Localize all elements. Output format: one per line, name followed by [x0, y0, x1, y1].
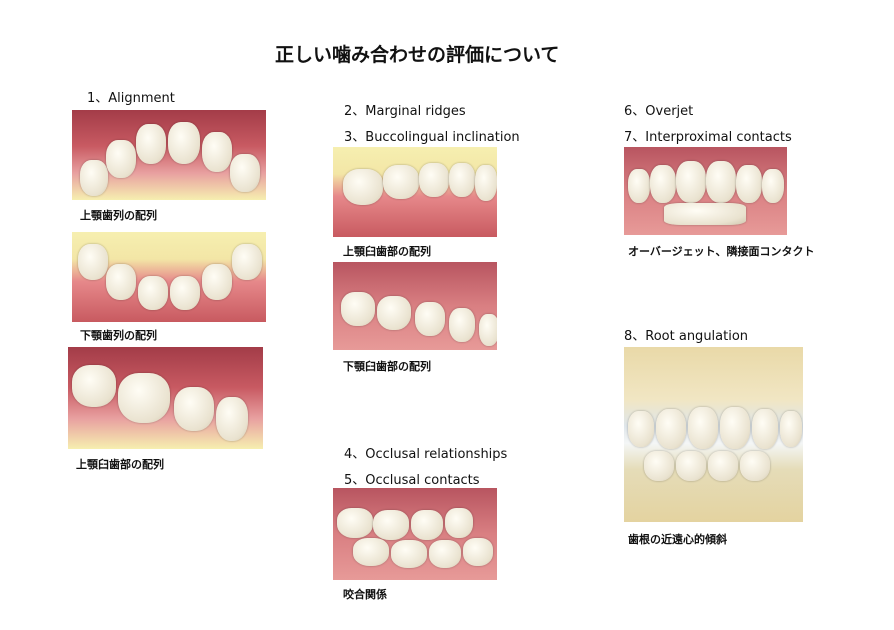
- overjet-photo: [624, 147, 787, 235]
- heading-interproximal: 7、Interproximal contacts: [624, 130, 792, 145]
- heading-occlusal-contacts: 5、Occlusal contacts: [344, 473, 480, 488]
- caption-root-angulation: 歯根の近遠心的傾斜: [628, 533, 727, 546]
- root-angulation-photo: [624, 347, 803, 522]
- lower-molar-photo: [333, 262, 497, 350]
- heading-marginal-ridges: 2、Marginal ridges: [344, 104, 466, 119]
- caption-lower-molar: 下顎臼歯部の配列: [343, 360, 431, 373]
- page-title: 正しい噛み合わせの評価について: [275, 44, 560, 66]
- lower-arch-photo: [72, 232, 266, 322]
- heading-overjet: 6、Overjet: [624, 104, 694, 119]
- heading-occlusal-relationships: 4、Occlusal relationships: [344, 447, 508, 462]
- caption-upper-molar-left: 上顎臼歯部の配列: [76, 458, 164, 471]
- caption-overjet: オーバージェット、隣接面コンタクト: [628, 245, 815, 258]
- heading-root-angulation: 8、Root angulation: [624, 329, 749, 344]
- upper-arch-photo: [72, 110, 266, 200]
- caption-occlusion: 咬合関係: [343, 588, 387, 601]
- heading-buccolingual: 3、Buccolingual inclination: [344, 130, 520, 145]
- heading-alignment: 1、Alignment: [87, 91, 175, 106]
- upper-molar-photo-left: [68, 347, 263, 449]
- upper-molar-photo-mid: [333, 147, 497, 237]
- caption-lower-arch: 下顎歯列の配列: [80, 329, 157, 342]
- caption-upper-molar-mid: 上顎臼歯部の配列: [343, 245, 431, 258]
- caption-upper-arch: 上顎歯列の配列: [80, 209, 157, 222]
- occlusion-photo: [333, 488, 497, 580]
